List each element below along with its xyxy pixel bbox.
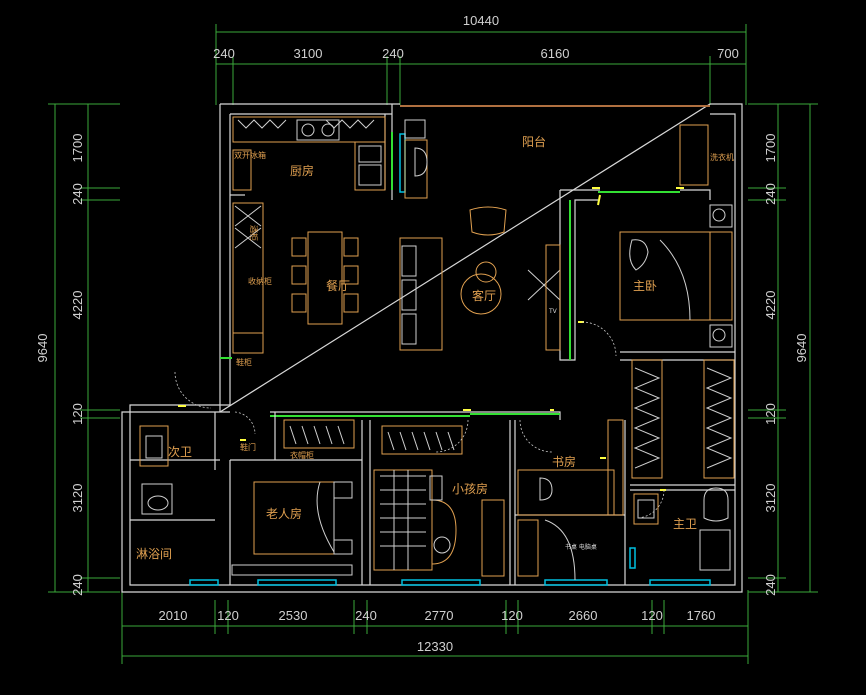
door-swings: [174, 321, 665, 519]
dim-left-3: 4220: [70, 291, 85, 320]
dim-left-6: 240: [70, 574, 85, 596]
dim-bottom-total: 12330: [417, 639, 453, 654]
dim-bottom-5: 2770: [425, 608, 454, 623]
master-bedroom: 主卧: [619, 204, 735, 479]
dim-right-5: 3120: [763, 484, 778, 513]
dim-top-total: 10440: [463, 13, 499, 28]
fridge-label: 双开冰箱: [234, 150, 266, 160]
dim-top-2: 3100: [294, 46, 323, 61]
dimension-left: 9640 1700 240 4220 120 3120 240: [35, 103, 120, 596]
kids-room: 小孩房: [373, 425, 505, 577]
dim-bottom-9: 1760: [687, 608, 716, 623]
dim-bottom-3: 2530: [279, 608, 308, 623]
room-guest-bath: 次卫: [168, 445, 192, 459]
tv-label: TV: [548, 308, 558, 315]
dim-top-3: 240: [382, 46, 404, 61]
clothes-cabinet-label: 衣帽柜: [290, 450, 314, 460]
living: TV 客厅 阳台 洗衣机: [399, 124, 734, 351]
windows: [189, 133, 711, 586]
room-master-bath: 主卫: [673, 517, 697, 531]
dim-left-5: 3120: [70, 484, 85, 513]
dim-top-5: 700: [717, 46, 739, 61]
room-balcony: 阳台: [522, 134, 546, 149]
dim-bottom-7: 2660: [569, 608, 598, 623]
dim-right-total: 9640: [794, 334, 809, 363]
dim-bottom-6: 120: [501, 608, 523, 623]
room-elder: 老人房: [266, 506, 302, 521]
dim-bottom-2: 120: [217, 608, 239, 623]
dim-bottom-1: 2010: [159, 608, 188, 623]
guest-bath: 次卫 淋浴间: [136, 425, 192, 561]
dim-left-2: 240: [70, 183, 85, 205]
room-master-bedroom: 主卧: [633, 279, 657, 293]
kitchen: 双开冰箱 厨房: [232, 116, 428, 199]
dim-top-1: 240: [213, 46, 235, 61]
room-kitchen: 厨房: [290, 163, 314, 178]
dining: 酒柜 收纳柜 鞋柜 餐厅: [232, 202, 359, 367]
room-dining: 餐厅: [326, 278, 350, 293]
dim-right-1: 1700: [763, 134, 778, 163]
dimension-top: 10440 240 3100 240 6160 700: [213, 13, 747, 105]
room-study: 书房: [552, 454, 576, 469]
room-living: 客厅: [472, 288, 496, 303]
dim-bottom-8: 120: [641, 608, 663, 623]
dim-top-4: 6160: [541, 46, 570, 61]
dim-bottom-4: 240: [355, 608, 377, 623]
dimension-right: 9640 1700 240 4220 120 3120 240: [748, 103, 818, 596]
master-bath: 主卫: [633, 487, 731, 571]
dim-right-2: 240: [763, 183, 778, 205]
dimension-bottom: 2010 120 2530 240 2770 120 2660 120 1760…: [121, 590, 749, 664]
dim-left-1: 1700: [70, 134, 85, 163]
dim-right-6: 240: [763, 574, 778, 596]
shoe-door-label: 鞋门: [240, 442, 256, 452]
study: 书桌 电脑桌 书房: [517, 419, 624, 581]
dim-right-3: 4220: [763, 291, 778, 320]
washer-label: 洗衣机: [710, 152, 734, 162]
dim-left-4: 120: [70, 403, 85, 425]
elder-room: 衣帽柜 鞋门 老人房: [231, 419, 355, 576]
sideboard-label: 收纳柜: [248, 276, 272, 286]
study-note: 书桌 电脑桌: [565, 543, 597, 551]
room-kids: 小孩房: [452, 481, 488, 496]
shoe-cabinet-label: 鞋柜: [236, 357, 252, 367]
wine-cabinet-label: 酒柜: [249, 225, 259, 241]
dim-right-4: 120: [763, 403, 778, 425]
room-shower: 淋浴间: [136, 547, 172, 561]
dim-left-total: 9640: [35, 334, 50, 363]
